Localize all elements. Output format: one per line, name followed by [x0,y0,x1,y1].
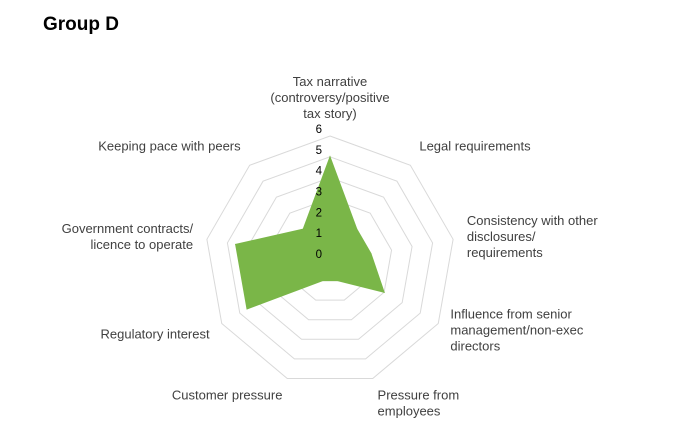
data-point-7 [235,243,237,245]
grid-ring-5 [226,156,434,360]
data-point-2 [370,253,372,255]
data-point-5 [322,280,324,282]
chart-title: Group D [43,14,119,35]
grid-ring-3 [267,197,393,321]
grid-ring-4 [247,177,413,340]
category-label-1: Legal requirements [419,139,531,154]
tick-label-5: 5 [316,145,322,157]
data-point-4 [336,280,338,282]
series-area [235,155,385,310]
category-label-5: Customer pressure [172,388,283,403]
radial-ticks: 0 1 2 3 4 5 6 [316,124,323,261]
data-point-0 [329,156,331,158]
tick-label-3: 3 [316,187,322,199]
data-point-6 [246,308,248,310]
category-label-7: Government contracts/licence to operate [62,221,194,252]
radar-series [235,155,385,310]
category-label-8: Keeping pace with peers [98,139,241,154]
data-point-1 [356,228,358,230]
grid-ring-6 [206,135,454,379]
tick-label-4: 4 [316,166,323,178]
tick-label-6: 6 [316,124,322,136]
data-point-3 [383,291,385,293]
category-label-6: Regulatory interest [100,327,209,342]
tick-label-0: 0 [316,249,322,261]
tick-label-1: 1 [316,228,322,240]
tick-label-2: 2 [316,207,322,219]
data-point-8 [302,228,304,230]
